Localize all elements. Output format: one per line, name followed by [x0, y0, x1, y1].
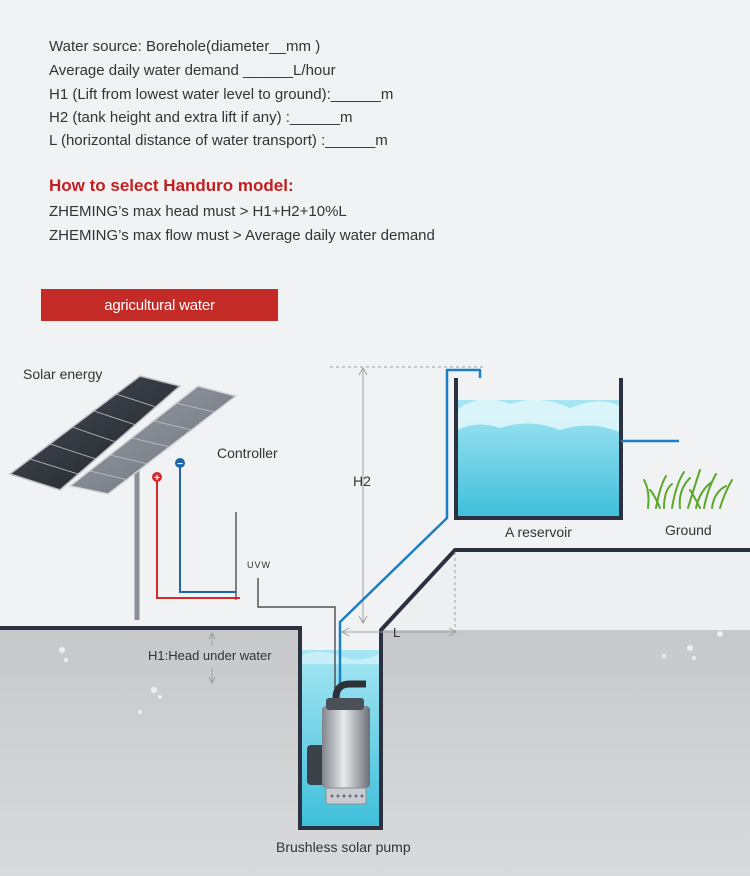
pump-cable	[257, 578, 336, 690]
positive-wire	[156, 480, 240, 599]
requirement-l: L (horizontal distance of water transpor…	[49, 132, 388, 149]
uvw-label: UVW	[247, 560, 271, 570]
selection-rule-head: ZHEMING’s max head must > H1+H2+10%L	[49, 203, 347, 220]
agricultural-water-banner: agricultural water	[41, 289, 278, 321]
selection-heading: How to select Handuro model:	[49, 176, 294, 195]
selection-rule-flow: ZHEMING’s max flow must > Average daily …	[49, 227, 435, 244]
h2-label: H2	[353, 473, 371, 489]
h1-label: H1:Head under water	[148, 648, 272, 663]
negative-wire	[179, 466, 236, 593]
ground-bubbles	[59, 631, 723, 714]
solar-panel-icon	[8, 375, 238, 620]
controller-label: Controller	[217, 445, 278, 461]
dimension-lines	[208, 366, 485, 685]
requirement-h1: H1 (Lift from lowest water level to grou…	[49, 86, 394, 103]
reservoir-label: A reservoir	[505, 524, 572, 540]
negative-terminal-symbol: −	[177, 459, 183, 470]
requirement-water-source: Water source: Borehole(diameter__mm )	[49, 38, 321, 55]
grass-icon	[643, 469, 733, 509]
l-label: L	[393, 625, 400, 640]
reservoir-tank	[454, 378, 623, 520]
ground-area	[0, 630, 750, 876]
positive-terminal	[152, 472, 162, 482]
water-pump-icon	[307, 680, 370, 805]
negative-terminal	[175, 458, 185, 468]
pump-system-diagram: + − H2 L UVW	[0, 366, 750, 876]
delivery-pipe	[338, 368, 482, 690]
ground-label: Ground	[665, 522, 712, 538]
ground-outline	[0, 548, 750, 830]
requirement-daily-demand: Average daily water demand ______L/hour	[49, 62, 336, 79]
pump-label: Brushless solar pump	[276, 839, 411, 855]
requirement-h2: H2 (tank height and extra lift if any) :…	[49, 109, 353, 126]
upper-ground	[381, 550, 750, 630]
solar-energy-label: Solar energy	[23, 366, 103, 382]
positive-terminal-symbol: +	[154, 473, 160, 484]
